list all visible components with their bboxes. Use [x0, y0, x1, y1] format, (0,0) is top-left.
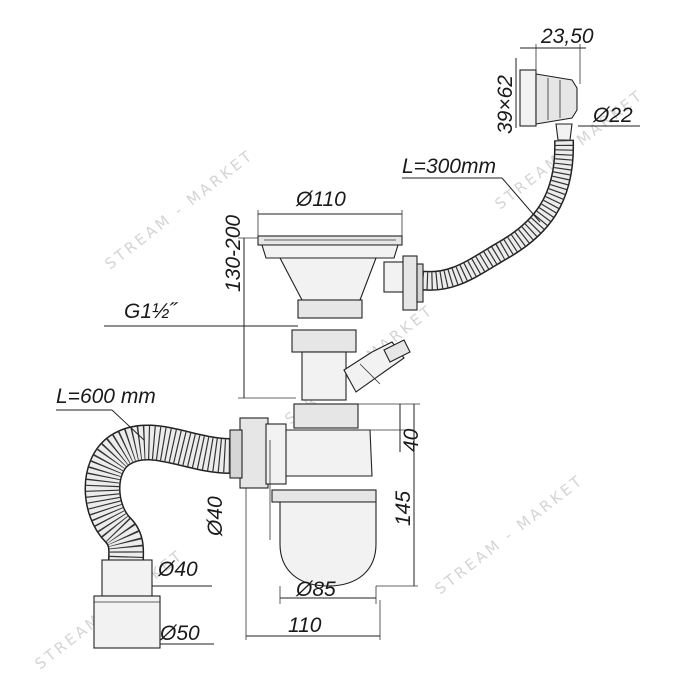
dim-height-total: 145	[392, 491, 415, 526]
overflow-hose	[416, 139, 575, 291]
dim-corr-length: L=600 mm	[56, 385, 156, 408]
dim-height-range: 130-200	[222, 215, 245, 292]
dim-dia-pipe: Ø40	[204, 496, 227, 537]
dim-width-bottom: 110	[288, 614, 322, 637]
dim-dia-strainer: Ø110	[295, 188, 346, 211]
upper-pipe	[291, 329, 357, 401]
dim-height-nut: 40	[400, 428, 423, 452]
sink-strainer	[257, 235, 403, 319]
dim-dia-end2: Ø50	[159, 622, 200, 645]
siphon-outlet	[229, 417, 287, 489]
side-inlet	[343, 339, 411, 393]
bottle-trap	[271, 429, 377, 587]
drain-hose	[84, 424, 231, 561]
overflow-outlet	[519, 69, 578, 141]
dim-size-outlet: 39×62	[494, 75, 517, 134]
dim-width-top: 23,50	[540, 25, 594, 48]
dim-dia-end1: Ø40	[157, 558, 198, 581]
lower-nut	[293, 403, 359, 429]
dim-hose-length: L=300mm	[402, 155, 496, 178]
watermark-4: STREAM - MARKET	[431, 471, 587, 598]
overflow-connector	[383, 255, 424, 311]
dim-dia-bottle: Ø85	[295, 578, 336, 601]
drain-end	[93, 559, 161, 649]
dim-thread: G1½˝	[124, 300, 179, 323]
dim-dia-outlet: Ø22	[592, 104, 633, 127]
